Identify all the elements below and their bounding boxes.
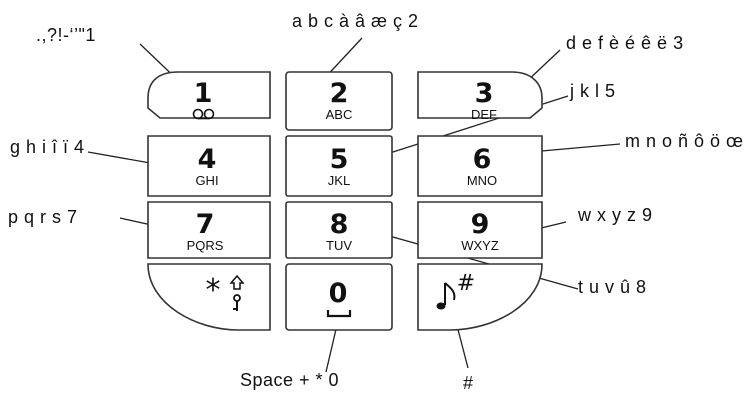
callout-key1: .,?!-‘’"1 xyxy=(36,25,96,45)
middle-key-column xyxy=(285,71,393,331)
key-1-digit: 1 xyxy=(194,78,213,109)
key-5[interactable] xyxy=(285,135,393,197)
key-0-digit: 0 xyxy=(329,278,348,309)
key-3-letters: DEF xyxy=(471,107,497,122)
key-4[interactable] xyxy=(147,135,271,197)
key-9-digit: 9 xyxy=(471,209,490,240)
callout-labels: .,?!-‘’"1 a b c à â æ ç 2 d e f è é ê ë … xyxy=(8,11,747,393)
right-key-column xyxy=(417,71,543,331)
callout-key4: g h i î ï 4 xyxy=(10,137,85,157)
key-9[interactable] xyxy=(417,201,543,259)
key-2-digit: 2 xyxy=(330,78,349,109)
key-5-letters: JKL xyxy=(328,173,350,188)
key-star[interactable] xyxy=(147,263,271,331)
key-digits: 1 2 3 4 5 6 7 8 9 0 * # xyxy=(194,78,494,309)
key-hash[interactable] xyxy=(417,263,543,331)
key-0[interactable] xyxy=(285,263,393,331)
key-hash-symbol: # xyxy=(457,271,475,296)
callout-keyhash: # xyxy=(463,373,474,393)
leader-key4 xyxy=(87,151,157,165)
key-star-symbol: * xyxy=(206,273,221,308)
key-7-digit: 7 xyxy=(196,209,215,240)
voicemail-icon xyxy=(192,108,215,120)
leader-key8 xyxy=(367,229,579,290)
key-3[interactable] xyxy=(417,71,543,119)
callout-key8: t u v û 8 xyxy=(578,277,647,297)
key-5-digit: 5 xyxy=(330,144,349,175)
key-2[interactable] xyxy=(285,71,393,131)
callout-key6: m n o ñ ô ö œ 6 xyxy=(625,131,747,151)
key-8-digit: 8 xyxy=(330,209,349,240)
key-3-digit: 3 xyxy=(475,78,494,109)
key-2-letters: ABC xyxy=(326,107,353,122)
callout-key5: j k l 5 xyxy=(569,81,616,101)
shift-key-icon xyxy=(229,274,245,311)
left-key-column xyxy=(147,71,271,331)
key-6-digit: 6 xyxy=(473,144,492,175)
key-1[interactable] xyxy=(147,71,271,119)
key-8[interactable] xyxy=(285,201,393,259)
callout-key0: Space + * 0 xyxy=(240,370,339,390)
key-7-letters: PQRS xyxy=(187,238,224,253)
callout-key2: a b c à â æ ç 2 xyxy=(292,11,419,31)
key-6-letters: MNO xyxy=(467,173,497,188)
leader-key0 xyxy=(325,324,338,373)
key-7[interactable] xyxy=(147,201,271,259)
callout-key3: d e f è é ê ë 3 xyxy=(566,33,684,53)
key-4-letters: GHI xyxy=(195,173,218,188)
key-9-letters: WXYZ xyxy=(461,238,499,253)
key-letters: ABC DEF GHI JKL MNO PQRS TUV WXYZ xyxy=(187,107,499,253)
key-8-letters: TUV xyxy=(326,238,352,253)
ringtone-note-icon xyxy=(436,282,456,310)
key-6[interactable] xyxy=(417,135,543,197)
key-4-digit: 4 xyxy=(198,144,217,175)
space-bar-icon xyxy=(326,310,352,318)
callout-key7: p q r s 7 xyxy=(8,207,78,227)
callout-key9: w x y z 9 xyxy=(577,205,653,225)
